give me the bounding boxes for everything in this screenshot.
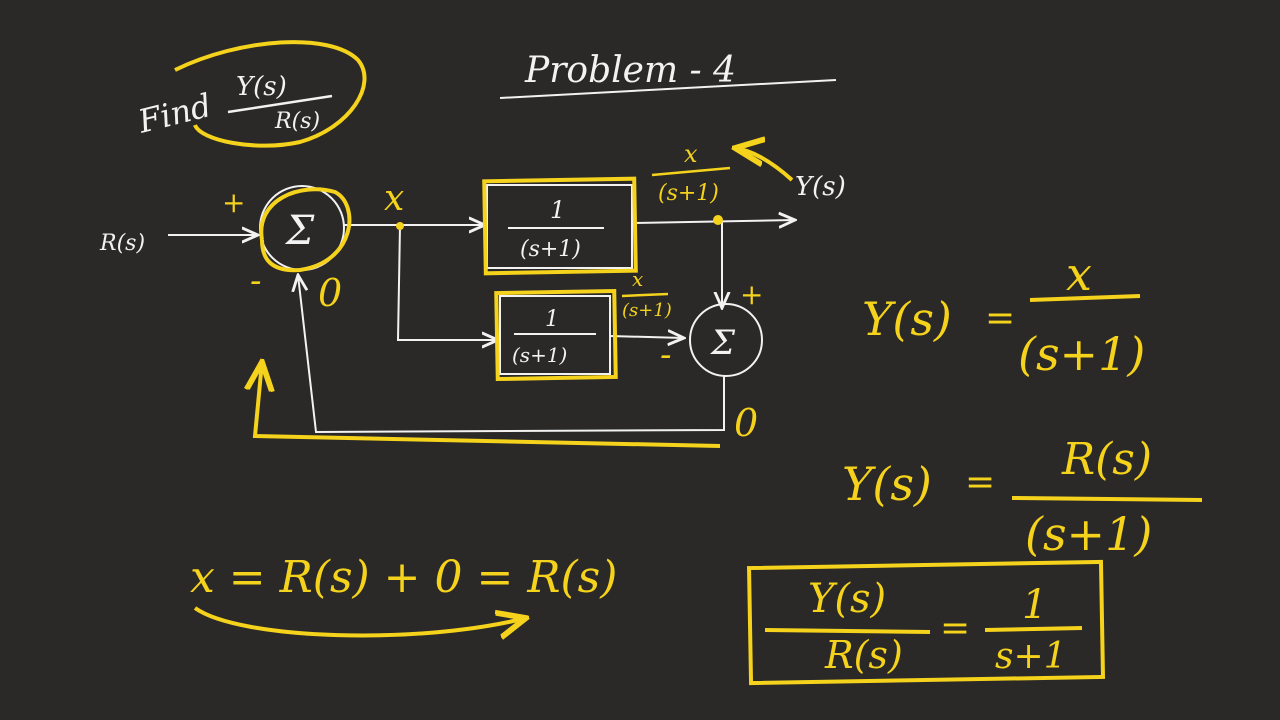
block2-output-line	[609, 336, 684, 338]
node-label: x	[384, 178, 404, 219]
branch-dot	[396, 222, 404, 230]
sum1-plus: +	[222, 186, 245, 219]
feedback-highlight	[255, 362, 721, 448]
result-fraction-bar	[764, 628, 931, 634]
eq2-numerator: R(s)	[1061, 434, 1152, 485]
input-label: R(s)	[99, 231, 145, 256]
eq2-denominator: (s+1)	[1025, 507, 1152, 561]
find-fraction-bar	[227, 94, 333, 114]
block-1	[486, 184, 633, 269]
block2-output-den: (s+1)	[622, 300, 672, 321]
result-denominator: R(s)	[824, 633, 903, 677]
output-takeoff-dot	[713, 215, 723, 225]
block2-numerator: 1	[545, 307, 559, 332]
eq2-lhs: Y(s)	[842, 457, 932, 511]
sum2-out-value: 0	[734, 401, 758, 445]
block2-highlight	[494, 288, 618, 382]
output-label: Y(s)	[795, 172, 846, 202]
eq1-fraction-bar	[1029, 294, 1141, 302]
x-equation: x = R(s) + 0 = R(s)	[190, 552, 617, 603]
result-rhs-numerator: 1	[1022, 582, 1047, 628]
sum2-symbol: Σ	[709, 323, 736, 363]
result-box	[746, 559, 1106, 686]
find-denominator: R(s)	[274, 109, 320, 134]
find-highlight-circle	[174, 40, 367, 148]
title-underline	[499, 79, 837, 99]
block2-output-num: x	[632, 267, 643, 291]
block1-output-den: (s+1)	[658, 181, 719, 206]
sum2-plus: +	[740, 278, 763, 311]
sum1-symbol: Σ	[284, 208, 315, 254]
eq1-lhs: Y(s)	[862, 292, 952, 346]
equation-2: Y(s) = R(s) (s+1)	[842, 434, 1152, 561]
find-numerator: Y(s)	[236, 72, 287, 102]
block1-out-bar	[651, 166, 731, 177]
block2-denominator: (s+1)	[512, 343, 567, 367]
summing-junction-2	[689, 303, 763, 377]
feedback-path	[298, 275, 725, 434]
sum1-feedback-value: 0	[318, 271, 342, 315]
diagram-annotation-text: + - 0 x x (s+1) Y(s) x (s+1) + - 0	[222, 140, 846, 445]
sum1-minus: -	[250, 261, 262, 301]
result-numerator: Y(s)	[808, 576, 886, 622]
block1-highlight	[482, 176, 638, 276]
block1-numerator: 1	[550, 196, 565, 224]
find-expression: Find Y(s) R(s)	[134, 40, 367, 148]
result-rhs-denominator: s+1	[995, 636, 1067, 677]
block1-output-num: x	[684, 140, 698, 168]
lower-branch-line	[396, 225, 498, 340]
eq1-equals: =	[985, 298, 1015, 339]
x-eq-arrow	[193, 606, 526, 635]
block-2	[499, 295, 611, 375]
equation-1: Y(s) = x (s+1)	[862, 247, 1145, 381]
block-diagram: R(s) Σ 1 (s+1) 1 (s+1) Σ	[99, 184, 795, 434]
block2-out-bar	[621, 292, 669, 298]
sum2-minus: -	[660, 335, 672, 375]
sum1-highlight	[259, 187, 352, 273]
eq2-equals: =	[965, 462, 995, 503]
output-label-arrow	[735, 148, 794, 182]
diagram-annotations	[193, 148, 1203, 686]
result: Y(s) R(s) = 1 s+1	[808, 576, 1067, 677]
problem-title-group: Problem - 4	[499, 50, 837, 99]
block1-denominator: (s+1)	[520, 237, 581, 262]
result-equals: =	[940, 608, 970, 649]
eq1-numerator: x	[1066, 247, 1092, 301]
eq1-denominator: (s+1)	[1018, 327, 1145, 381]
eq2-fraction-bar	[1011, 496, 1203, 502]
problem-title: Problem - 4	[524, 50, 736, 91]
result-rhs-bar	[984, 626, 1083, 632]
